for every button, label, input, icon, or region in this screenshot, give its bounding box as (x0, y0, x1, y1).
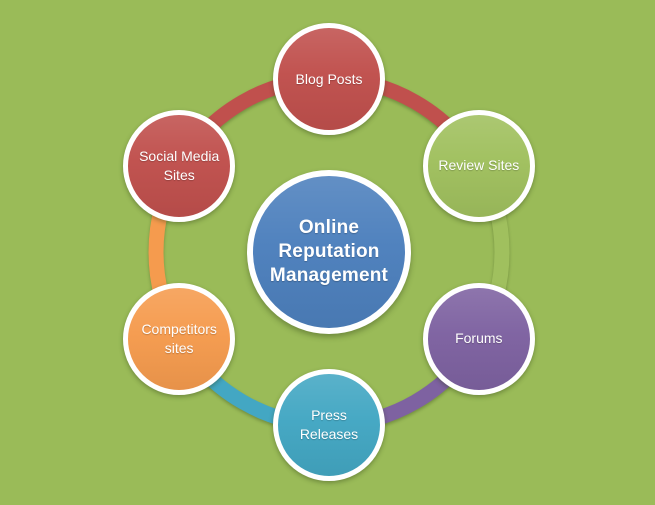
center-node: Online Reputation Management (247, 170, 411, 334)
node-review-sites: Review Sites (422, 109, 535, 222)
node-forums-label: Forums (455, 330, 503, 346)
node-blog-posts-label: Blog Posts (295, 70, 363, 87)
node-press-releases: Press Releases (273, 369, 385, 481)
node-competitors-sites: Competitors sites (123, 282, 236, 395)
center-node-label: Online Reputation Management (269, 217, 389, 286)
node-competitors-sites-label: Competitors sites (141, 320, 217, 356)
node-press-releases-label: Press Releases (299, 407, 359, 442)
node-forums: Forums (422, 282, 535, 395)
node-social-media-sites-label: Social Media Sites (139, 147, 220, 183)
node-blog-posts: Blog Posts (273, 23, 385, 135)
node-social-media-sites: Social Media Sites (123, 109, 236, 222)
node-review-sites-label: Review Sites (438, 157, 520, 173)
